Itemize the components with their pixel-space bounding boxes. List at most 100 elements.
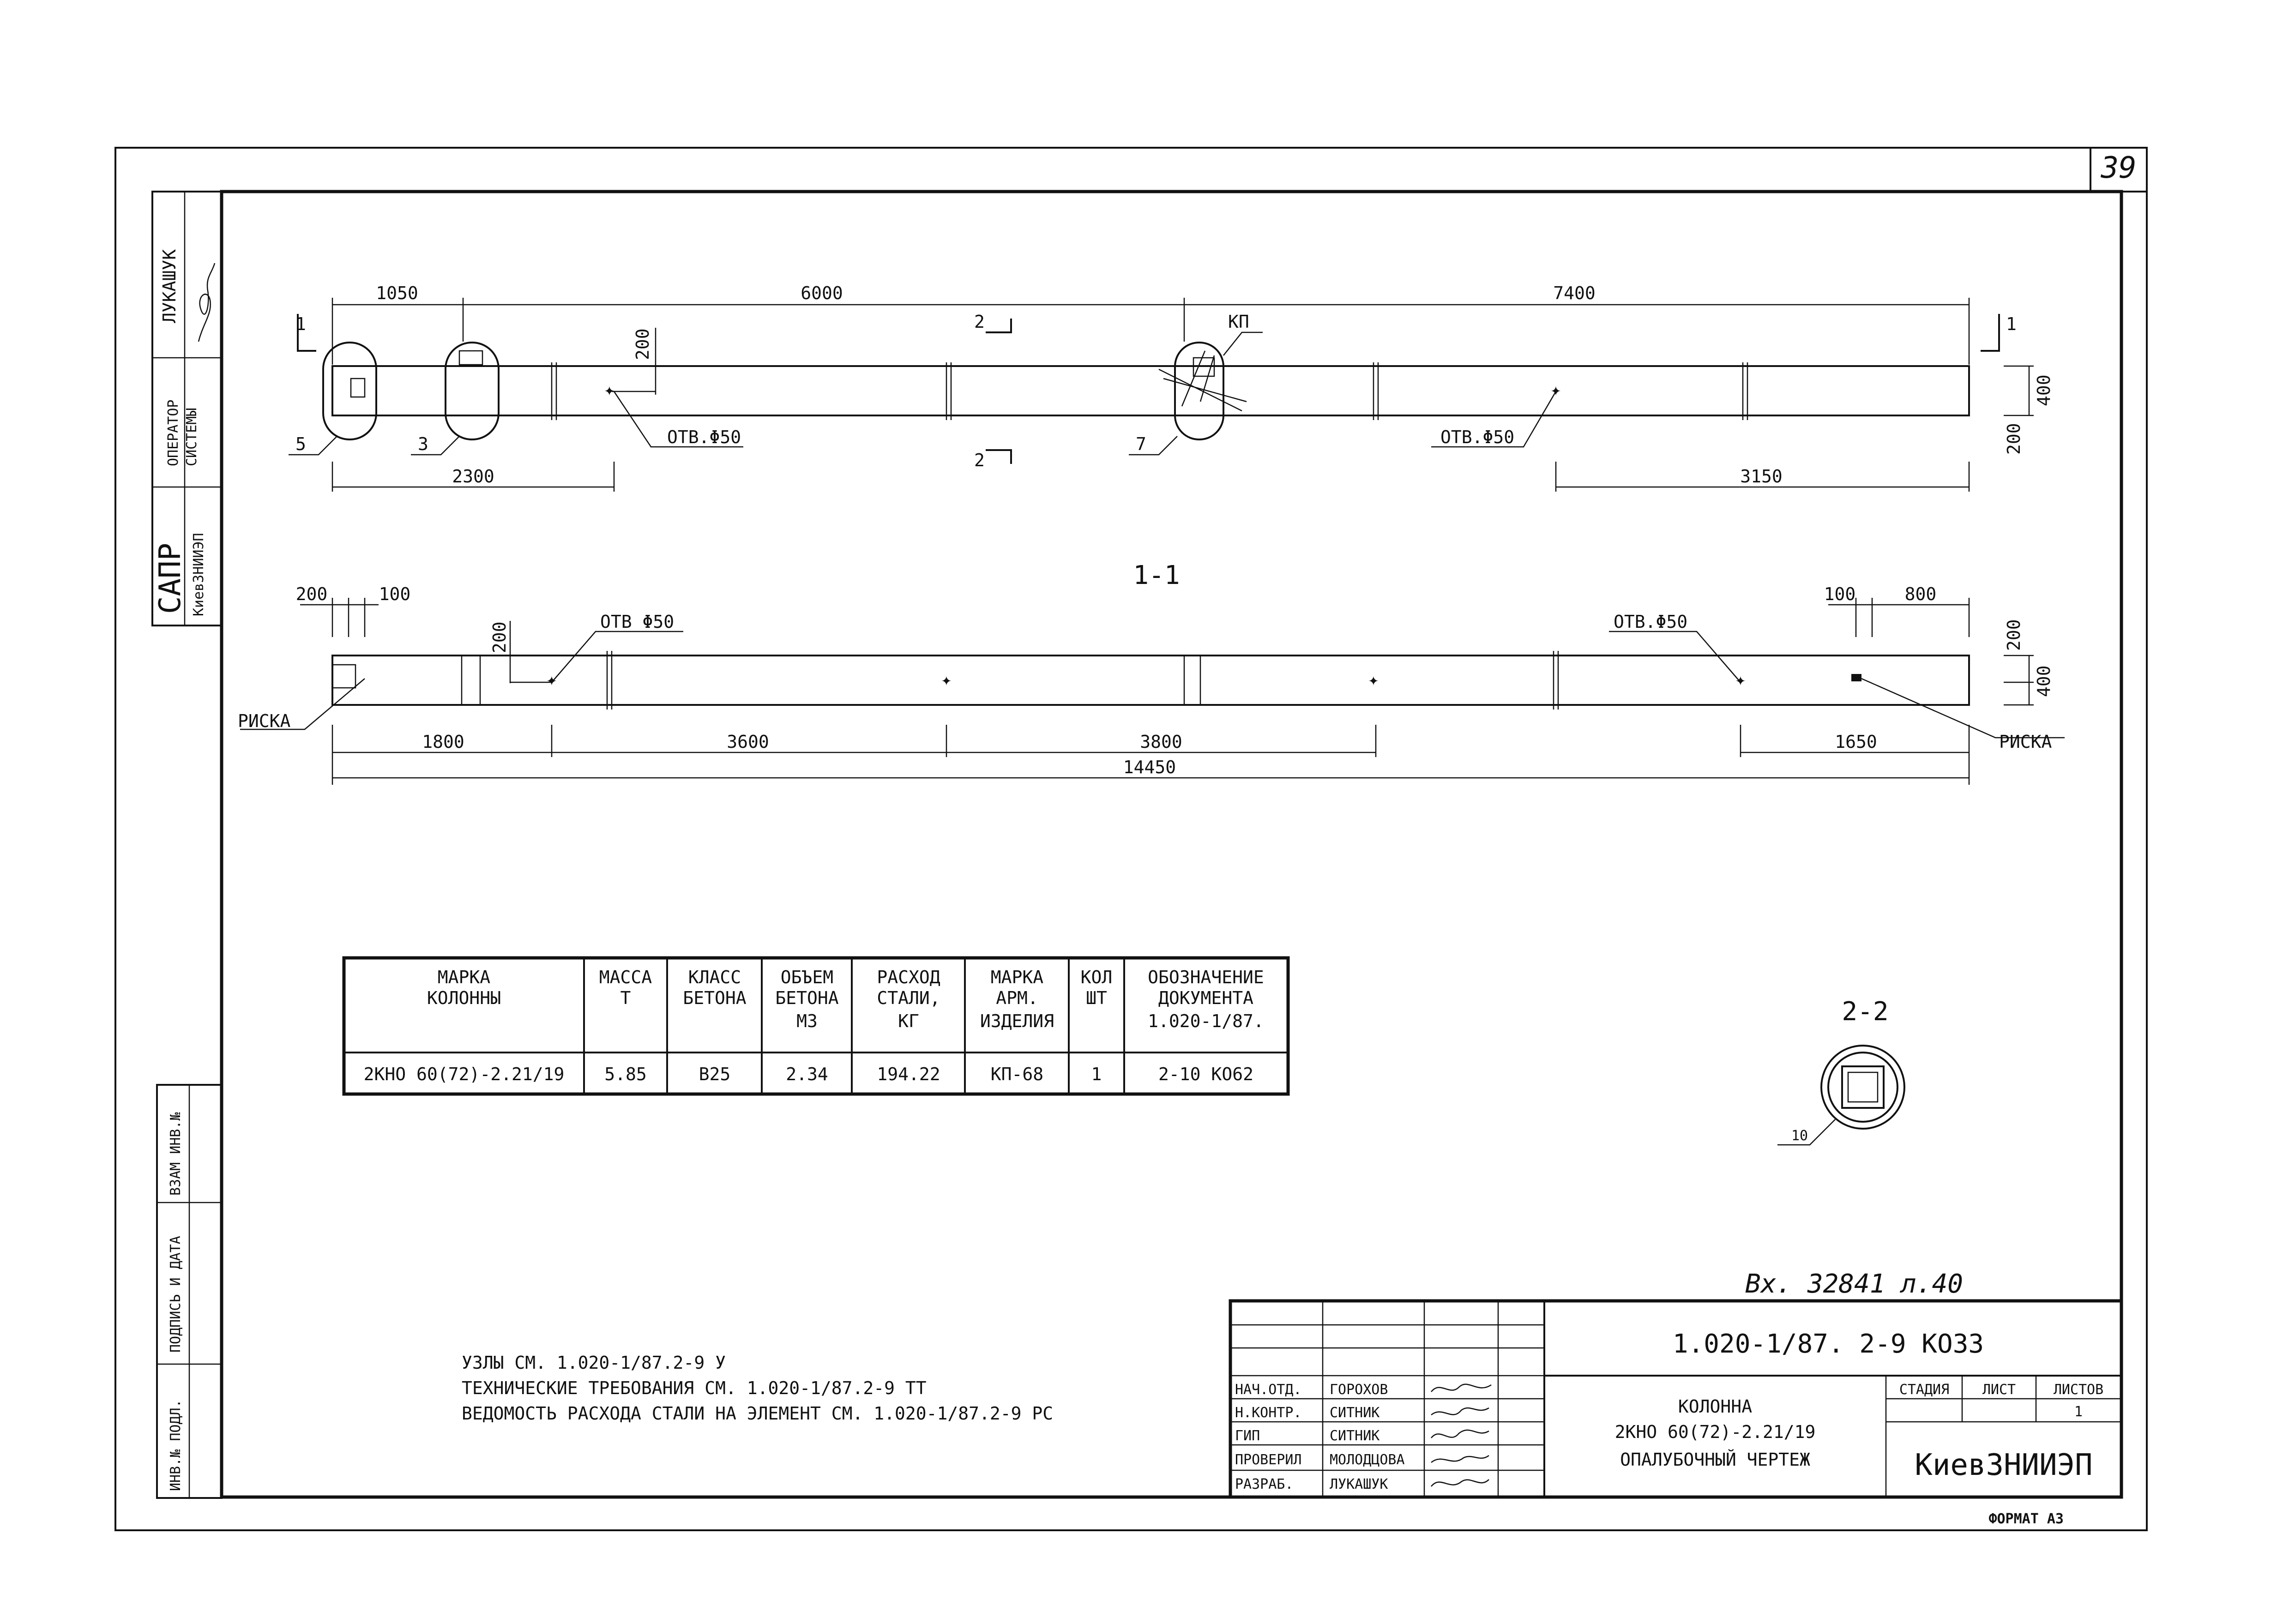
note-1: УЗЛЫ СМ. 1.020-1/87.2-9 У [462,1353,726,1373]
stamp-kievzniiep: КиевЗНИИЭП [191,533,207,616]
notes: УЗЛЫ СМ. 1.020-1/87.2-9 У ТЕХНИЧЕСКИЕ ТР… [462,1353,1053,1424]
svg-text:✦: ✦ [604,379,615,400]
section-callout-10: 10 [1791,1128,1808,1144]
plan-dim-400-right: 400 [2034,665,2054,697]
td-mark: 2КНО 60(72)-2.21/19 [364,1064,565,1084]
svg-text:✦: ✦ [1735,669,1746,690]
dim-200-elev: 200 [632,328,653,360]
th-mark-1: МАРКА [438,967,491,987]
td-qty: 1 [1091,1064,1102,1084]
plan-dim-200-vertical: 200 [489,621,510,653]
stamp-systems: СИСТЕМЫ [184,408,200,466]
plan-mark-label-right: РИСКА [1999,732,2052,752]
plan-dim-200: 200 [296,584,328,604]
section-marker-1-right: 1 [2006,314,2017,334]
plan-dim-3600: 3600 [727,732,769,752]
inventory-note: Вх. 32841 л.40 [1745,1269,1963,1299]
signature-mark [198,263,216,342]
stamp-sapr: САПР [153,543,187,614]
td-rebar: КП-68 [991,1064,1043,1084]
dim-7400: 7400 [1553,283,1596,303]
callout-5-label: 5 [295,434,306,454]
stamp-operator: ОПЕРАТОР [165,400,181,467]
signatures [1431,1383,1492,1487]
plan-hole-label-right: ОТВ.Φ50 [1614,612,1687,632]
role-n-kontr: Н.КОНТР. [1235,1405,1302,1421]
svg-text:✦: ✦ [941,669,952,690]
name-sitnik-2: СИТНИК [1330,1428,1379,1444]
th-doc-3: 1.020-1/87. [1148,1011,1264,1031]
plan-dim-overall: 14450 [1123,757,1176,777]
hole-label-2: ОТВ.Φ50 [1440,427,1514,447]
svg-text:✦: ✦ [1551,379,1561,400]
role-proveril: ПРОВЕРИЛ [1235,1452,1302,1468]
dim-6000: 6000 [801,283,843,303]
th-steel-1: РАСХОД [877,967,940,987]
column-elevation [331,365,1970,416]
hole-label-1: ОТВ.Φ50 [667,427,741,447]
sheets-total: 1 [2074,1404,2083,1420]
th-qty-2: ШТ [1086,988,1107,1008]
th-steel-2: СТАЛИ, [877,988,940,1008]
spec-table: МАРКА КОЛОННЫ МАССА Т КЛАСС БЕТОНА ОБЪЕМ… [342,956,1290,1096]
stage-header: СТАДИЯ [1899,1382,1949,1398]
th-mass-2: Т [620,988,631,1008]
th-doc-2: ДОКУМЕНТА [1158,988,1253,1008]
title-line-3: ОПАЛУБОЧНЫЙ ЧЕРТЕЖ [1620,1450,1810,1470]
dim-3150: 3150 [1740,466,1783,487]
plan-dim-100-left: 100 [379,584,411,604]
th-qty-1: КОЛ [1081,967,1113,987]
note-3: ВЕДОМОСТЬ РАСХОДА СТАЛИ НА ЭЛЕМЕНТ СМ. 1… [462,1403,1053,1424]
plan-dim-200-right: 200 [2004,619,2024,651]
stamp-inv-podl: ИНВ.№ ПОДЛ. [168,1399,184,1491]
section-label-1-1: 1-1 [1133,560,1180,590]
plan-dim-800: 800 [1905,584,1937,604]
th-doc-1: ОБОЗНАЧЕНИЕ [1148,967,1264,987]
name-sitnik-1: СИТНИК [1330,1405,1379,1421]
stamp-lukashuk: ЛУКАШУК [159,249,180,323]
plan-view-1-1: 1-1 ✦ ✦ ✦ ✦ 200 100 100 800 200 [238,560,2065,785]
name-gorokhov: ГОРОХОВ [1330,1382,1388,1398]
th-volume-1: ОБЪЕМ [781,967,833,987]
td-doc: 2-10 КО62 [1158,1064,1253,1084]
td-steel: 194.22 [877,1064,940,1084]
section-marker-1-left: 1 [295,314,306,334]
detail-callout-7 [1174,342,1224,440]
note-2: ТЕХНИЧЕСКИЕ ТРЕБОВАНИЯ СМ. 1.020-1/87.2-… [462,1378,927,1398]
th-volume-3: М3 [796,1011,818,1031]
role-gip: ГИП [1235,1428,1260,1444]
title-line-2: 2КНО 60(72)-2.21/19 [1615,1422,1816,1442]
title-block: Вх. 32841 л.40 1.020-1/87. 2-9 КО33 НАЧ.… [1229,1269,2123,1499]
column-plan [331,655,1970,706]
stamp-vzam-inv: ВЗАМ ИНВ.№ [168,1112,184,1196]
side-stamp-bottom: ВЗАМ ИНВ.№ ПОДПИСЬ И ДАТА ИНВ.№ ПОДЛ. [156,1084,223,1499]
section-marker-2-bottom: 2 [974,450,985,470]
callout-7-label: 7 [1136,434,1146,454]
side-stamp-top: ЛУКАШУК ОПЕРАТОР СИСТЕМЫ САПР КиевЗНИИЭП [151,191,223,626]
stamp-signature-date: ПОДПИСЬ И ДАТА [168,1236,184,1353]
dim-2300: 2300 [452,466,494,487]
th-rebar-1: МАРКА [991,967,1044,987]
td-mass: 5.85 [604,1064,647,1084]
format-label: ФОРМАТ А3 [1988,1511,2064,1527]
plan-hole-label-left: ОТВ Φ50 [600,612,674,632]
name-molodtsova: МОЛОДЦОВА [1330,1452,1405,1468]
name-lukashuk: ЛУКАШУК [1330,1476,1388,1492]
th-class-2: БЕТОНА [683,988,746,1008]
sheet-header: ЛИСТ [1982,1382,2016,1398]
svg-text:✦: ✦ [1368,669,1379,690]
role-razrab: РАЗРАБ. [1235,1476,1293,1492]
th-rebar-2: АРМ. [996,988,1038,1008]
dim-200-elev-right: 200 [2004,423,2024,455]
section-marker-2-top: 2 [974,312,985,332]
section-label-2-2: 2-2 [1842,997,1888,1027]
detail-callout-3 [445,342,500,440]
organization-name: КиевЗНИИЭП [1915,1448,2092,1482]
break-marks [551,362,1748,420]
th-mass-1: МАССА [599,967,652,987]
th-steel-3: КГ [898,1011,919,1031]
document-code: 1.020-1/87. 2-9 КО33 [1673,1329,1984,1359]
plan-dim-3800: 3800 [1140,732,1182,752]
th-rebar-3: ИЗДЕЛИЯ [980,1011,1054,1031]
